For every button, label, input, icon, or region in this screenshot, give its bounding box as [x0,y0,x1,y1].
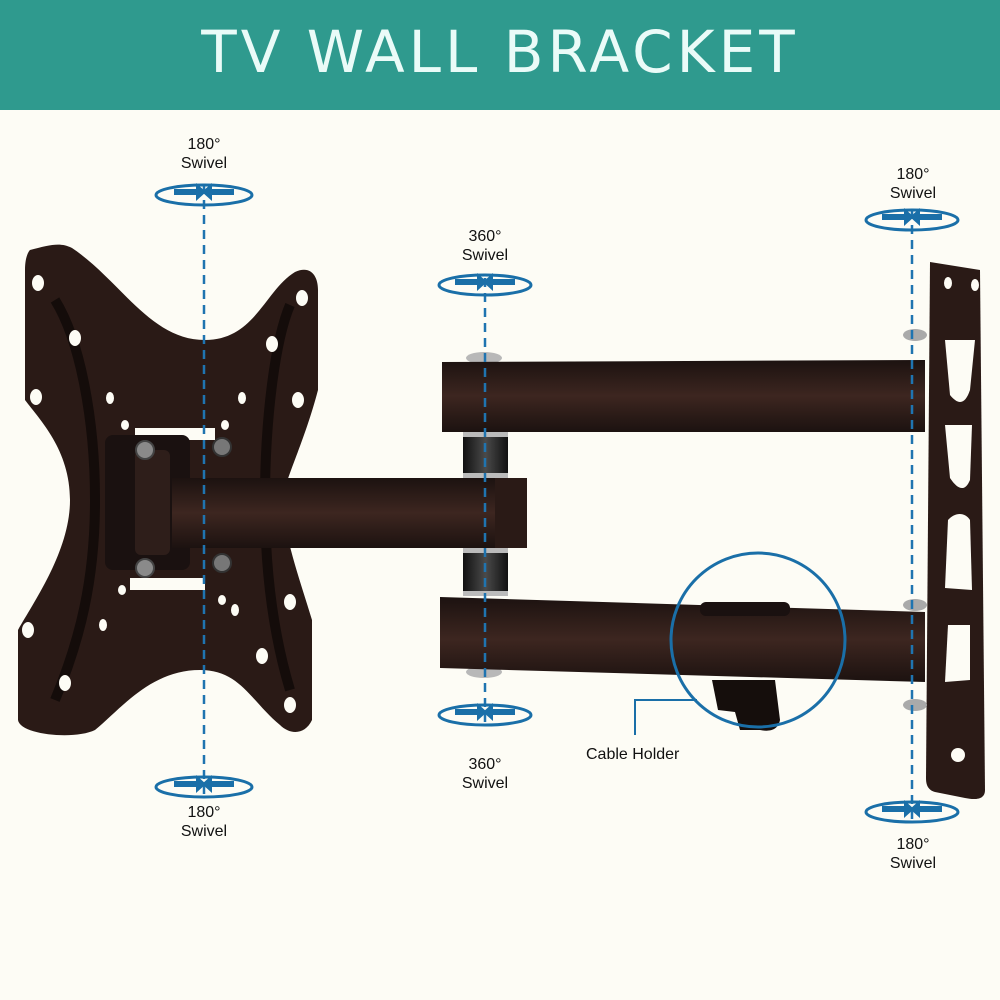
tv-plate-top-swivel-label: 180° Swivel [144,135,264,173]
swivel-type: Swivel [461,247,509,264]
swivel-type: Swivel [889,185,937,202]
swivel-type: Swivel [461,775,509,792]
swivel-arrow-icon [437,703,533,727]
wall-plate [903,262,985,800]
degrees: 180° [187,136,221,153]
upper-long-arm [442,360,925,432]
swivel-arrow-icon [437,273,533,297]
lower-long-arm [440,597,925,682]
degrees: 360° [468,228,502,245]
degrees: 360° [468,756,502,773]
short-arm [172,478,527,548]
middle-bottom-swivel-label: 360° Swivel [425,755,545,793]
swivel-arrow-icon [864,208,960,232]
page-title: TV WALL BRACKET [201,18,799,86]
tv-mount-plate [18,244,318,736]
cable-holder-leader [634,699,697,735]
wall-plate-bottom-swivel-label: 180° Swivel [853,835,973,873]
cable-holder [669,551,847,731]
swivel-arrow-icon [154,775,254,799]
swivel-arrow-icon [154,183,254,207]
swivel-type: Swivel [180,155,228,172]
title-banner: TV WALL BRACKET [0,0,1000,110]
wall-plate-top-swivel-label: 180° Swivel [853,165,973,203]
degrees: 180° [896,166,930,183]
degrees: 180° [896,836,930,853]
middle-top-swivel-label: 360° Swivel [425,227,545,265]
degrees: 180° [187,804,221,821]
rotation-axes [202,185,914,825]
cable-holder-label: Cable Holder [586,746,680,763]
swivel-type: Swivel [889,855,937,872]
tv-plate-bottom-swivel-label: 180° Swivel [144,803,264,841]
swivel-arrow-icon [864,800,960,824]
swivel-type: Swivel [180,823,228,840]
